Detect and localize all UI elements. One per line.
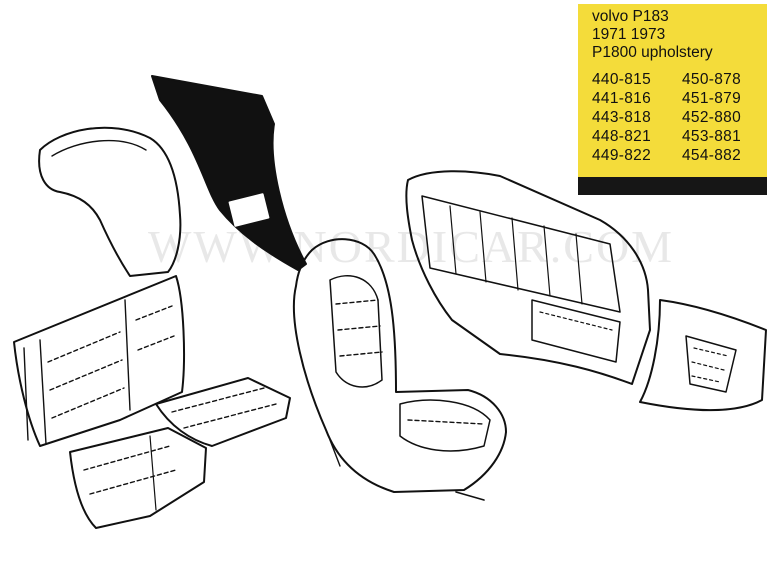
part-number: 440-815 <box>592 71 651 88</box>
part-number: 448-821 <box>592 128 651 145</box>
quarter-panel-cutout <box>228 193 270 227</box>
rear-seat-side-panel <box>38 126 182 277</box>
part-number: 452-880 <box>682 109 741 126</box>
info-line-model: volvo P183 <box>592 8 669 25</box>
part-number: 453-881 <box>682 128 741 145</box>
part-number: 454-882 <box>682 147 741 164</box>
rear-bench-seat <box>13 275 185 447</box>
rear-quarter-panel <box>151 75 307 271</box>
info-line-description: P1800 upholstery <box>592 44 713 61</box>
parts-info-box: volvo P183 1971 1973 P1800 upholstery 44… <box>578 4 767 195</box>
rear-seat-cushion <box>69 427 207 529</box>
part-number: 441-816 <box>592 90 651 107</box>
part-number: 449-822 <box>592 147 651 164</box>
part-number: 443-818 <box>592 109 651 126</box>
part-number: 450-878 <box>682 71 741 88</box>
part-number: 451-879 <box>682 90 741 107</box>
front-seat <box>292 238 507 501</box>
rear-seat-back-cushion <box>155 377 291 447</box>
door-armrest-panel <box>639 299 767 411</box>
info-line-years: 1971 1973 <box>592 26 666 43</box>
info-box-footer-bar <box>578 177 767 195</box>
door-panel <box>405 170 651 385</box>
